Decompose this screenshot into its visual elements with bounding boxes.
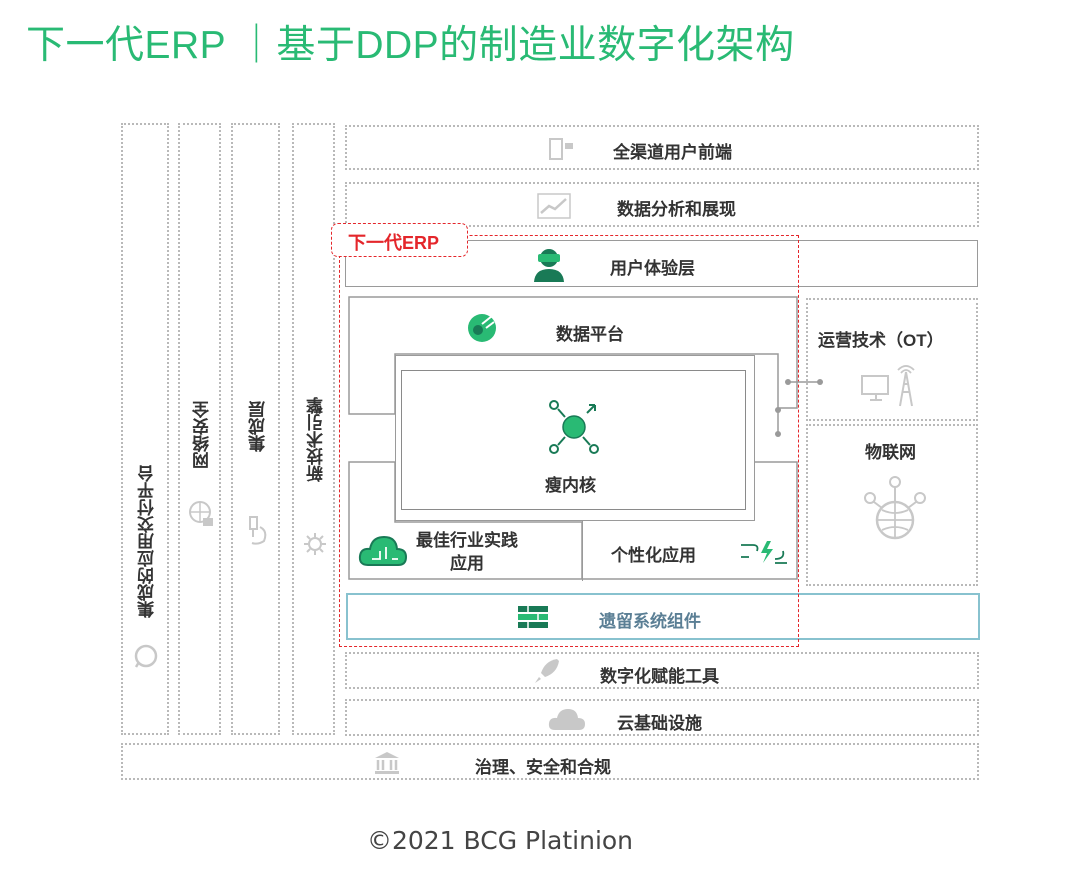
copyright: ©2021 BCG Platinion [366,826,634,855]
row-label: 云基础设施 [617,714,702,733]
hub-network-icon [549,400,599,454]
section-label: 瘦内核 [545,476,596,495]
iot-box: 物联网 [806,424,978,586]
vr-user-icon [534,249,564,282]
data-platform-section: 数据平台 [348,296,798,356]
row-label: 数字化赋能工具 [600,667,719,686]
row-label: 全渠道用户前端 [613,143,732,162]
ot-label: 运营技术（OT） [818,331,944,350]
row-legacy-components: 遗留系统组件 [346,593,980,640]
chart-icon [537,193,571,219]
section-label: 最佳行业实践 应用 [416,531,518,573]
row-cloud-infra: 云基础设施 [345,699,979,736]
row-omnichannel-frontend: 全渠道用户前端 [345,125,979,170]
brick-wall-icon [518,606,548,628]
cloud-circuit-icon [358,535,408,566]
page-title: 下一代ERP ｜基于DDP的制造业数字化架构 [26,24,795,67]
thin-core: 瘦内核 [395,355,755,521]
plug-hand-icon [249,516,267,545]
magnifier-icon [134,644,158,668]
row-user-experience: 用户体验层 [345,240,978,287]
personalized-apps: 个性化应用 [582,521,796,581]
thin-core-inner: 瘦内核 [401,370,746,510]
ot-connectors [775,379,823,437]
row-label: 遗留系统组件 [599,612,701,631]
iot-label: 物联网 [865,443,916,462]
globe-network-icon [864,476,926,540]
best-practice-apps: 最佳行业实践 应用 [348,521,573,581]
row-label: 治理、安全和合规 [475,758,611,777]
column-new-tech-engine: 新技术引擎 [292,123,335,735]
erp-boundary [339,235,799,647]
erp-tag-label: 下一代ERP [348,233,440,253]
row-digital-tools: 数字化赋能工具 [345,652,979,689]
section-label: 个性化应用 [611,546,696,565]
column-label: 集成层 [249,401,268,452]
column-label: 网络安全 [193,401,212,469]
ot-box: 运营技术（OT） [806,298,978,421]
row-label: 数据分析和展现 [617,200,736,219]
tower-computer-icon [861,365,915,407]
row-label: 用户体验层 [610,259,695,278]
erp-tag: 下一代ERP [331,223,468,257]
lightning-plug-icon [741,541,787,564]
institution-icon [375,752,399,774]
column-label: 集成的应用交付平台 [138,465,157,618]
column-label: 新技术引擎 [307,397,326,482]
column-integration-layer: 集成层 [231,123,280,735]
column-integrated-delivery: 集成的应用交付平台 [121,123,169,735]
devices-icon [549,138,573,160]
data-platform-icon [468,314,496,342]
cloud-icon [548,709,585,730]
column-network-security: 网络安全 [178,123,221,735]
row-governance: 治理、安全和合规 [121,743,979,780]
row-data-analytics: 数据分析和展现 [345,182,979,227]
section-label: 数据平台 [556,325,624,344]
gear-icon [304,533,326,555]
globe-lock-icon [189,501,213,526]
rocket-icon [535,659,559,683]
